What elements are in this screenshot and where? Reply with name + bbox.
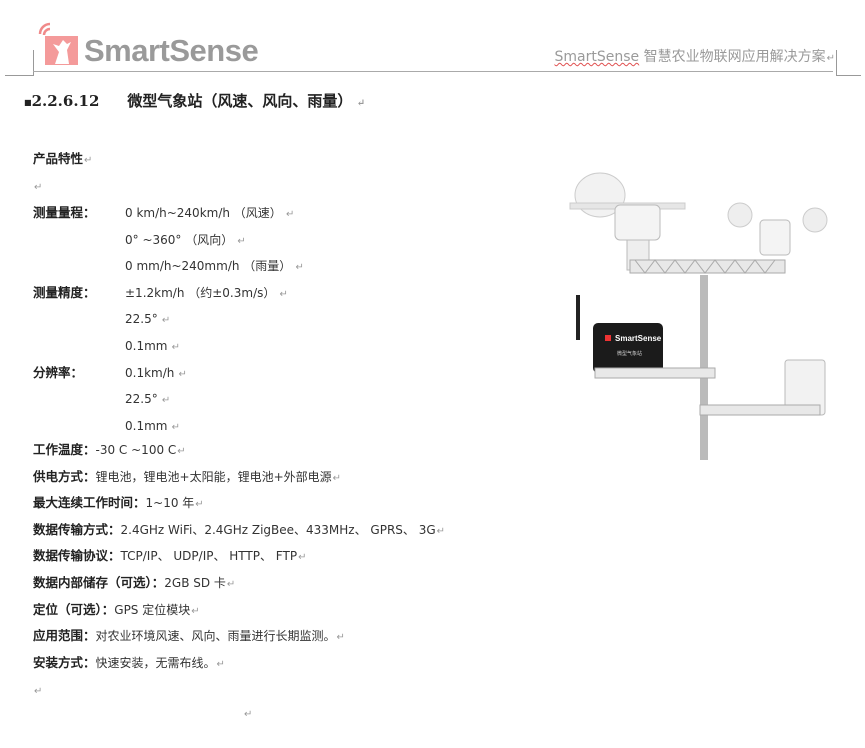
weather-station-image: SmartSense 微型气象站 <box>569 172 828 460</box>
spec-line: 供电方式：锂电池，锂电池+太阳能，锂电池+外部电源↵ <box>33 468 342 484</box>
spec-value: 0.1km/h ↵ <box>125 365 187 380</box>
spec-label: 分辨率： <box>33 364 84 380</box>
header-rule <box>33 71 833 72</box>
features-title: 产品特性↵ <box>33 151 93 166</box>
device-brand: SmartSense <box>615 334 662 343</box>
spec-row: 22.5° ↵ <box>33 309 433 329</box>
spec-line: 定位（可选）：GPS 定位模块↵ <box>33 601 200 617</box>
spec-label: 供电方式： <box>33 468 96 484</box>
spec-label: 定位（可选）： <box>33 601 115 617</box>
spec-row: 0 mm/h~240mm/h （雨量） ↵ <box>33 256 433 276</box>
spec-value: TCP/IP、 UDP/IP、 HTTP、 FTP <box>120 549 298 564</box>
spec-value: ±1.2km/h （约±0.3m/s） ↵ <box>125 285 288 300</box>
spec-row: 0° ~360° （风向） ↵ <box>33 230 433 250</box>
spec-value: 0.1mm ↵ <box>125 418 181 433</box>
spec-row: 0.1mm ↵ <box>33 416 433 436</box>
spec-value: 2.4GHz WiFi、2.4GHz ZigBee、433MHz、 GPRS、 … <box>120 522 436 537</box>
spec-value: 锂电池，锂电池+太阳能，锂电池+外部电源 <box>95 469 332 484</box>
margin-corner-right <box>836 50 861 76</box>
spec-value: 0 mm/h~240mm/h （雨量） ↵ <box>125 259 304 274</box>
spec-value: 对农业环境风速、风向、雨量进行长期监测。 <box>95 629 336 644</box>
spec-value: 快速安装，无需布线。 <box>95 655 216 670</box>
spec-row: 22.5° ↵ <box>33 389 433 409</box>
spec-label: 应用范围： <box>33 628 96 644</box>
spec-value: 0 km/h~240km/h （风速） ↵ <box>125 206 295 220</box>
spec-label: 安装方式： <box>33 654 96 670</box>
spec-line: 数据内部储存（可选）：2GB SD 卡↵ <box>33 575 236 590</box>
margin-corner-left <box>5 50 34 76</box>
spec-value: 2GB SD 卡 <box>164 576 226 590</box>
spec-line: 数据传输方式：2.4GHz WiFi、2.4GHz ZigBee、433MHz、… <box>33 521 446 537</box>
spec-row: 测量量程： 0 km/h~240km/h （风速） ↵ <box>33 203 433 223</box>
spec-value: 22.5° ↵ <box>125 312 171 327</box>
spec-line: 工作温度：-30 C ~100 C↵ <box>33 442 186 457</box>
spec-value: 0° ~360° （风向） ↵ <box>125 232 246 247</box>
spec-label: 数据内部储存（可选）： <box>33 575 165 590</box>
spec-value: GPS 定位模块 <box>114 602 191 617</box>
spec-label: 数据传输方式： <box>33 521 121 537</box>
spec-row: 分辨率： 0.1km/h ↵ <box>33 363 433 383</box>
spec-line: 数据传输协议：TCP/IP、 UDP/IP、 HTTP、 FTP↵ <box>33 548 307 564</box>
spec-line: 安装方式：快速安装，无需布线。↵ <box>33 654 225 670</box>
logo-icon <box>38 22 78 65</box>
spec-line: 最大连续工作时间：1~10 年↵ <box>33 495 204 511</box>
spec-value: 22.5° ↵ <box>125 392 171 407</box>
spec-label: 测量量程： <box>33 205 96 220</box>
spec-label: 测量精度： <box>33 284 96 300</box>
spec-row: 0.1mm ↵ <box>33 336 433 356</box>
spec-value: -30 C ~100 C <box>95 443 177 457</box>
spec-label: 数据传输协议： <box>33 548 121 564</box>
spec-row: 测量精度： ±1.2km/h （约±0.3m/s） ↵ <box>33 283 433 303</box>
spec-value: 1~10 年 <box>145 496 195 511</box>
spec-label: 工作温度： <box>33 442 96 457</box>
logo-text: SmartSense <box>84 33 259 68</box>
spec-value: 0.1mm ↵ <box>125 339 181 353</box>
spec-label: 最大连续工作时间： <box>33 495 146 511</box>
device-label: 微型气象站 <box>617 350 642 357</box>
spec-line: 应用范围：对农业环境风速、风向、雨量进行长期监测。↵ <box>33 628 345 644</box>
header-title: SmartSense 智慧农业物联网应用解决方案↵ <box>554 49 835 65</box>
